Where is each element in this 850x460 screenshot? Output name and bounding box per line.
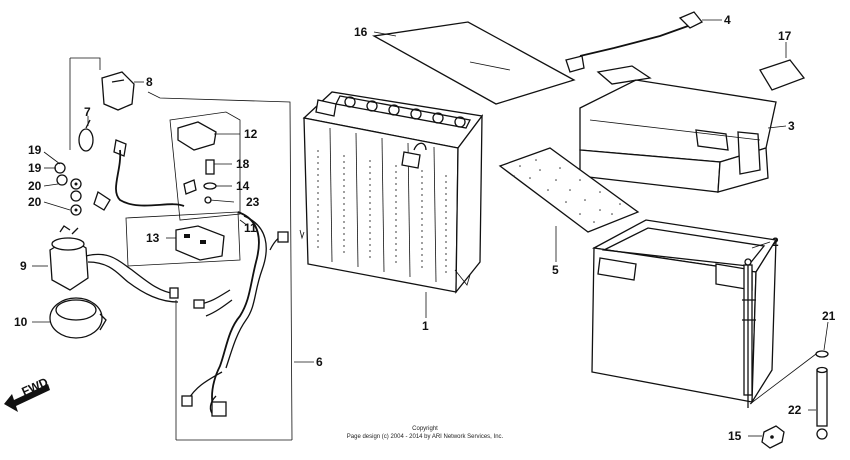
callout-23: 23 [246, 195, 260, 209]
callout-20b: 20 [28, 195, 42, 209]
bulb [78, 119, 94, 152]
callout-20a: 20 [28, 179, 42, 193]
callout-14: 14 [236, 179, 250, 193]
callout-5: 5 [552, 263, 559, 277]
callout-6: 6 [316, 355, 323, 369]
callout-19a: 19 [28, 143, 42, 157]
callout-10: 10 [14, 315, 28, 329]
callout-16: 16 [354, 25, 368, 39]
relay [175, 225, 225, 261]
clip [183, 179, 212, 204]
wire-harness [169, 211, 289, 417]
screw [203, 182, 217, 190]
callout-18: 18 [236, 157, 250, 171]
callout-labels: 1 2 3 4 5 6 7 8 9 10 11 12 13 14 15 16 1… [14, 13, 836, 443]
fwd-arrow [4, 384, 50, 412]
battery [299, 91, 484, 294]
caution-label [759, 59, 806, 91]
callout-1: 1 [422, 319, 429, 333]
callout-22: 22 [788, 403, 802, 417]
callout-7: 7 [84, 105, 91, 119]
battery-cover [579, 65, 777, 193]
callout-19b: 19 [28, 161, 42, 175]
callout-9: 9 [20, 259, 27, 273]
battery-cable [93, 139, 185, 211]
copyright-line-2: Page design (c) 2004 - 2014 by ARI Netwo… [347, 434, 504, 440]
fuse [205, 159, 215, 175]
solenoid-leads [85, 253, 179, 303]
fuse-holder [177, 121, 217, 151]
callout-4: 4 [724, 13, 731, 27]
callout-15: 15 [728, 429, 742, 443]
callout-11: 11 [244, 221, 257, 235]
copyright-line-1: Copyright [412, 426, 438, 432]
relay-cover [101, 71, 135, 111]
terminal-bolts [54, 162, 82, 216]
callout-2: 2 [772, 235, 779, 249]
callout-8: 8 [146, 75, 153, 89]
horn [49, 297, 107, 339]
starter-solenoid [49, 225, 89, 291]
battery-protector-sheet [372, 21, 576, 105]
battery-case [591, 219, 778, 408]
callout-3: 3 [788, 119, 795, 133]
callout-12: 12 [244, 127, 258, 141]
callout-21: 21 [822, 309, 836, 323]
callout-17: 17 [778, 29, 792, 43]
callout-13: 13 [146, 231, 160, 245]
leader-lines [32, 19, 829, 437]
harness-frame [69, 57, 293, 441]
case-bolt-parts [749, 350, 829, 449]
battery-pad [498, 147, 640, 233]
battery-band [565, 11, 704, 73]
